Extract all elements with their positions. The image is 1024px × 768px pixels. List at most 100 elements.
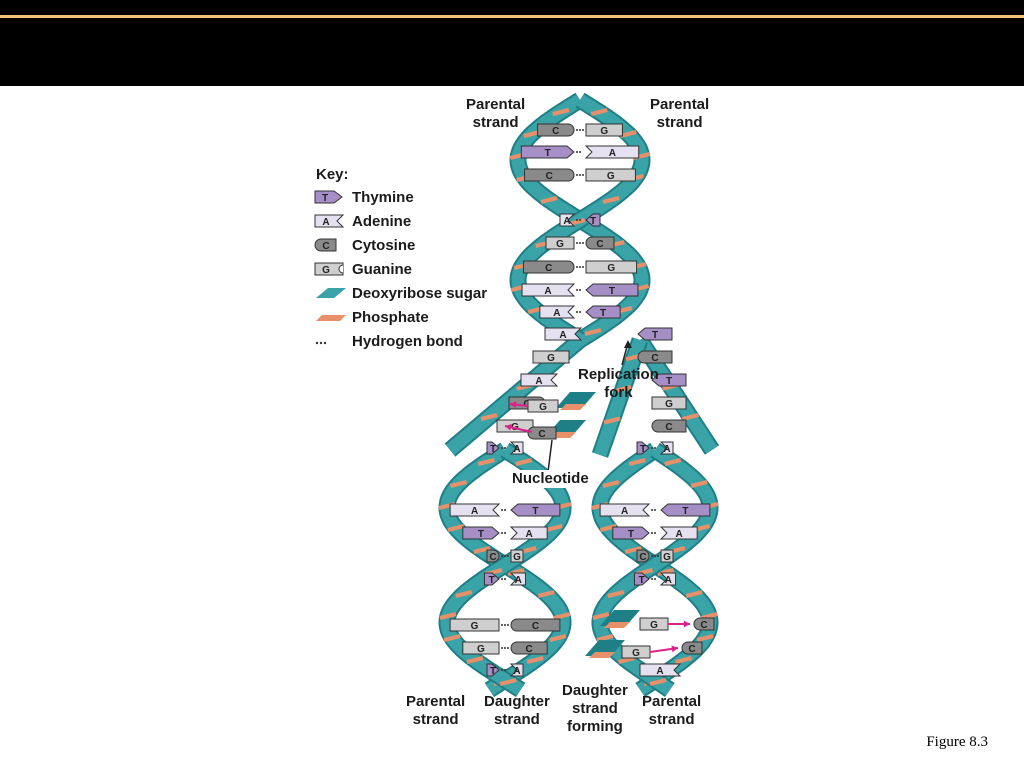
right-pair-4-left-base	[633, 572, 650, 586]
top-pair-7-left-base-letter: A	[553, 308, 560, 319]
label-nucleotide: Nucleotide	[510, 470, 591, 488]
hydrogen-bond	[651, 578, 653, 580]
pointer-replication-fork-head	[624, 340, 632, 348]
label-daughter-strand-forming: Daughter strand forming	[562, 682, 628, 735]
key-item-guanine: G Guanine	[314, 258, 412, 280]
hydrogen-bond	[579, 266, 581, 268]
target-base-right-1-letter: C	[700, 620, 707, 631]
label-parental-strand-top-right: Parental strand	[650, 96, 710, 131]
left-pair-2-left-base-letter: T	[478, 529, 484, 540]
left-pair-2-left-base	[462, 526, 500, 540]
top-pair-4-right-base	[585, 236, 615, 250]
right-pair-4-right-base-letter: A	[665, 575, 672, 586]
left-pair-5-left-base-letter: G	[471, 621, 479, 632]
hydrogen-bond	[576, 266, 578, 268]
fork-right-base-2-letter: T	[666, 376, 672, 387]
left-pair-4-left-base-letter: T	[489, 575, 495, 586]
hydrogen-bond	[576, 174, 578, 176]
incoming-base-right-2-letter: G	[632, 648, 640, 659]
deoxyribose-sugar-symbol	[314, 285, 350, 301]
phosphate	[590, 108, 608, 116]
hydrogen-bond	[654, 532, 656, 534]
arrow-nucleotide-3-head	[683, 620, 690, 628]
top-pair-2-right-base-letter: G	[607, 171, 615, 182]
key-label: Thymine	[352, 188, 414, 206]
top-pair-0-left-base-letter: C	[552, 126, 559, 137]
phosphate	[624, 546, 642, 554]
phosphate	[447, 524, 465, 532]
top-pair-3-left-base	[559, 213, 576, 227]
target-base-right-1	[693, 617, 715, 631]
left-pair-7-right-base-letter: A	[513, 666, 520, 677]
hydrogen-bond	[501, 509, 503, 511]
hydrogen-bond	[507, 555, 509, 557]
phosphate	[515, 458, 533, 466]
right-lower-base-a	[639, 663, 682, 677]
hydrogen-bond	[576, 289, 578, 291]
phosphate	[603, 416, 621, 425]
left-pair-2-right-base-letter: A	[525, 529, 532, 540]
phosphate	[596, 634, 614, 642]
left-pair-5-right-base	[510, 618, 561, 632]
hydrogen-bond	[504, 578, 506, 580]
left-pair-7-left-base	[486, 663, 500, 677]
adenine-symbol: A	[314, 213, 350, 229]
hydrogen-bond	[576, 242, 578, 244]
phosphate	[681, 413, 699, 421]
phosphate	[628, 458, 646, 466]
key-item-deoxyribose-sugar: Deoxyribose sugar	[314, 282, 487, 304]
phosphate	[443, 634, 461, 642]
phosphate	[540, 196, 558, 204]
right-pair-2-right-base	[659, 526, 698, 540]
phosphate	[700, 612, 718, 620]
left-pair-6-left-base-letter: G	[477, 644, 485, 655]
top-pair-6-left-base	[521, 283, 576, 297]
hydrogen-bond	[504, 447, 506, 449]
right-lower-base-a-letter: A	[656, 666, 663, 677]
hydrogen-bond	[501, 647, 503, 649]
phosphate	[602, 480, 620, 488]
hydrogen-bond	[654, 578, 656, 580]
hydrogen-bond	[576, 151, 578, 153]
phosphate	[439, 612, 457, 620]
key-label: Adenine	[352, 212, 412, 230]
phosphate	[607, 590, 625, 598]
left-pair-5-left-base	[449, 618, 500, 632]
hydrogen-bond	[651, 532, 653, 534]
top-pair-5-left-base-letter: C	[545, 263, 552, 274]
pointer-nucleotide	[547, 439, 553, 473]
fork-right-base-3	[651, 396, 687, 410]
right-pair-2-left-base-letter: T	[628, 529, 634, 540]
phosphate	[602, 196, 620, 204]
hydrogen-bond	[654, 447, 656, 449]
fork-right-base-0	[637, 327, 673, 341]
right-pair-0-right-base-letter: A	[663, 444, 670, 455]
key-label: Cytosine	[352, 236, 416, 254]
top-pair-1-left-base	[520, 145, 575, 159]
left-pair-0-left-base-letter: T	[490, 444, 496, 455]
hydrogen-bond	[501, 555, 503, 557]
label-parental-strand-bottom-1: Parental strand	[406, 693, 466, 728]
right-pair-3-left-base	[636, 549, 650, 563]
hydrogen-bond	[579, 129, 581, 131]
top-pair-7-left-base	[539, 305, 576, 319]
hydrogen-bond	[501, 578, 503, 580]
key-label: Phosphate	[352, 308, 429, 326]
right-pair-2-left-base	[612, 526, 650, 540]
label-daughter-strand-bottom-2: Daughter strand	[484, 693, 550, 728]
incoming-base-left-1-letter: G	[539, 402, 547, 413]
hydrogen-bond	[507, 647, 509, 649]
key-item-phosphate: Phosphate	[314, 306, 429, 328]
left-pair-5-right-base-letter: C	[532, 621, 539, 632]
hydrogen-bond	[651, 509, 653, 511]
phosphate	[649, 678, 667, 686]
svg-text:C: C	[322, 241, 329, 252]
cytosine-symbol: C	[314, 237, 350, 253]
phosphate	[690, 480, 708, 488]
phosphate	[466, 656, 484, 664]
label-parental-strand-top-left: Parental strand	[466, 96, 526, 131]
hydrogen-bond	[576, 311, 578, 313]
phosphate	[696, 634, 714, 642]
key-title: Key:	[316, 166, 349, 183]
svg-text:G: G	[322, 265, 330, 276]
